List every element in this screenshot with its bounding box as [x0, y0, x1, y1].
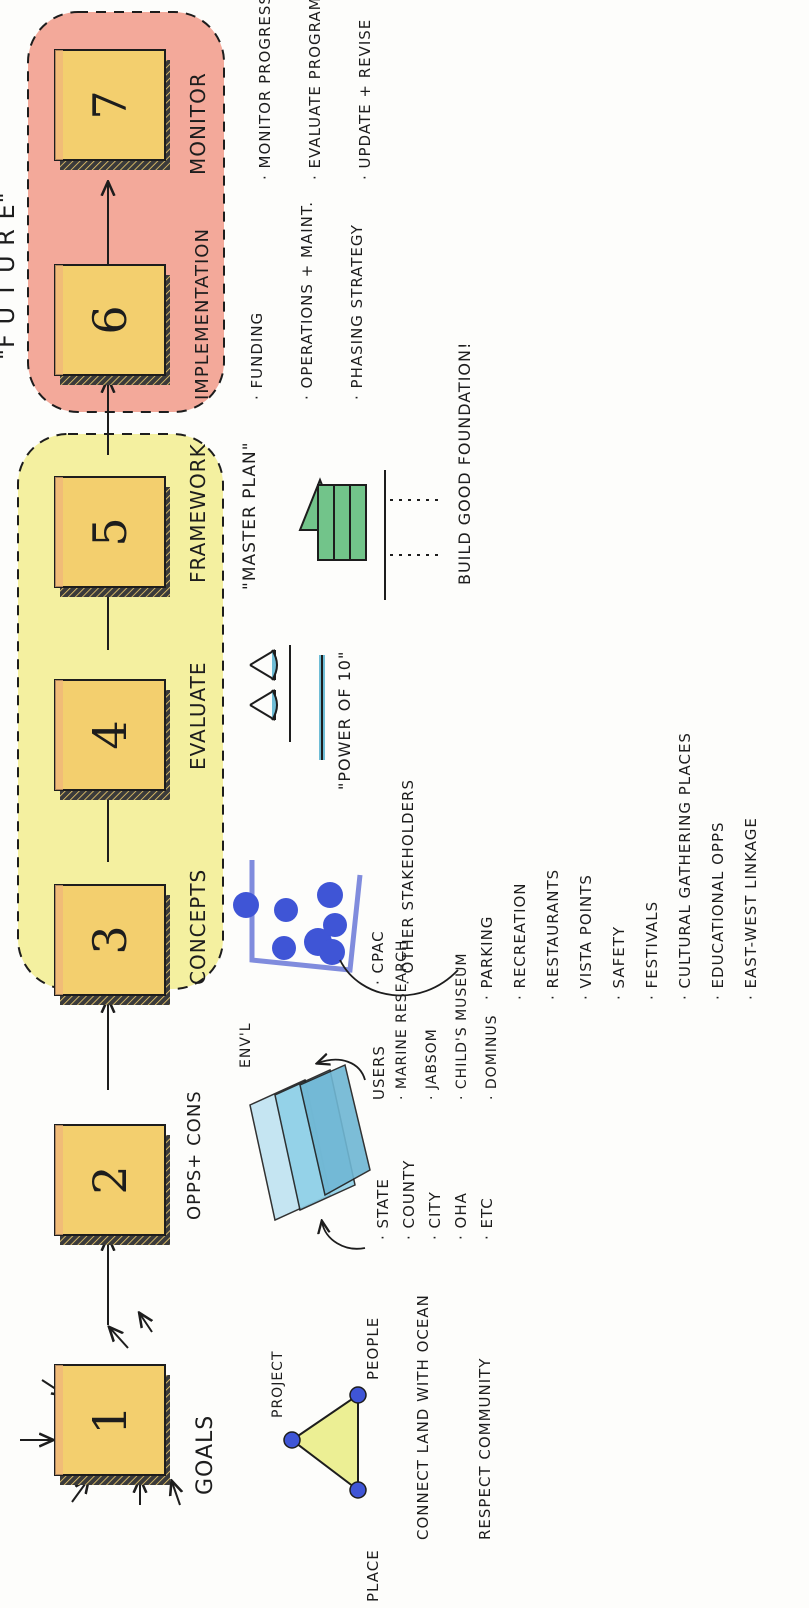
triangle-label-people: PEOPLE — [364, 1317, 382, 1380]
agency-item-5: · ETC — [478, 1197, 496, 1240]
step-number-4: 4 — [83, 720, 137, 749]
implementation-item-3: · PHASING STRATEGY — [348, 224, 366, 400]
environmental-layers-icon — [249, 1063, 371, 1222]
goals-triangle-diagram — [283, 1386, 367, 1499]
agency-item-2: · COUNTY — [400, 1160, 418, 1240]
step-label-1: GOALS — [193, 1415, 218, 1495]
step-box-7: 7 — [54, 49, 170, 170]
user-item-4: · DOMINUS — [484, 1014, 500, 1100]
concept-topic-item-2: · RECREATION — [511, 882, 529, 1000]
goals-bullet-1: CONNECT LAND WITH OCEAN — [414, 1294, 432, 1540]
agency-item-1: · STATE — [374, 1178, 392, 1240]
agency-list: · STATE · COUNTY · CITY · OHA · ETC — [374, 1160, 496, 1240]
master-plan-house-icon — [298, 470, 440, 600]
user-item-3: · CHILD'S MUSEUM — [454, 953, 470, 1100]
concept-topic-item-4: · VISTA POINTS — [577, 874, 595, 1000]
step-number-1: 1 — [83, 1405, 137, 1434]
framework-note: BUILD GOOD FOUNDATION! — [455, 342, 474, 585]
future-header: "F U T U R E" — [0, 191, 20, 360]
step-box-1: 1 — [54, 1364, 170, 1485]
framework-caption: "MASTER PLAN" — [240, 441, 260, 590]
triangle-label-project: PROJECT — [270, 1351, 286, 1419]
step-number-6: 6 — [83, 305, 137, 334]
monitor-item-1: · MONITOR PROGRESS — [256, 0, 274, 180]
implementation-list: · FUNDING · OPERATIONS + MAINT. · PHASING … — [248, 201, 366, 400]
step-number-7: 7 — [83, 90, 137, 119]
concept-topic-item-9: · EAST-WEST LINKAGE — [742, 817, 760, 1000]
evaluate-caption: "POWER OF 10" — [335, 651, 354, 790]
step-label-5: FRAMEWORK — [186, 443, 210, 583]
step-number-2: 2 — [83, 1165, 137, 1194]
step-box-5: 5 — [54, 476, 170, 597]
concept-topic-item-8: · EDUCATIONAL OPPS — [709, 821, 727, 1000]
layers-arrow-users — [318, 1060, 366, 1081]
user-list: · MARINE RESEARCH · JABSOM · CHILD'S MUSEU… — [394, 940, 500, 1100]
concept-topic-item-6: · FESTIVALS — [643, 901, 661, 1000]
balance-scale-icon — [249, 645, 325, 760]
users-title: USERS — [370, 1045, 388, 1100]
monitor-item-3: · UPDATE + REVISE — [356, 19, 374, 180]
concept-group-item-2: · OTHER STAKEHOLDERS — [399, 779, 417, 985]
concept-groups: · CPAC · OTHER STAKEHOLDERS — [369, 779, 417, 985]
triangle-dot-people — [349, 1386, 367, 1404]
monitor-item-2: · EVALUATE PROGRAMS — [306, 0, 324, 180]
triangle-dot-place — [349, 1481, 367, 1499]
goals-bullet-2: RESPECT COMMUNITY — [476, 1358, 494, 1540]
step-number-3: 3 — [83, 925, 137, 954]
agency-item-4: · OHA — [452, 1192, 470, 1240]
bucket-arrow-topics — [339, 959, 459, 997]
step-number-5: 5 — [83, 517, 137, 546]
concept-topics: · PARKING · RECREATION · RESTAURANTS · VIST… — [478, 732, 760, 1000]
concept-topic-item-7: · CULTURAL GATHERING PLACES — [676, 732, 694, 1000]
step-box-4: 4 — [54, 679, 170, 800]
agency-item-3: · CITY — [426, 1191, 444, 1240]
step-label-6: IMPLEMENTATION — [192, 228, 213, 400]
idea-bucket-icon — [233, 860, 363, 973]
implementation-item-2: · OPERATIONS + MAINT. — [298, 201, 316, 400]
step-label-4: EVALUATE — [186, 662, 210, 771]
layers-label: ENV'L — [238, 1022, 254, 1068]
monitor-list: · MONITOR PROGRESS · EVALUATE PROGRAMS · U… — [256, 0, 374, 180]
concept-topic-item-1: · PARKING — [478, 916, 496, 1000]
user-item-1: · MARINE RESEARCH — [394, 940, 410, 1100]
concept-topic-item-5: · SAFETY — [610, 926, 628, 1000]
step-label-2: OPPS+ CONS — [184, 1090, 205, 1220]
step-label-3: CONCEPTS — [186, 869, 210, 985]
layers-arrow-agencies — [322, 1222, 366, 1250]
implementation-item-1: · FUNDING — [248, 312, 266, 400]
step-boxes: 1 2 3 4 5 6 7 — [54, 49, 170, 1485]
user-item-2: · JABSOM — [424, 1028, 440, 1100]
triangle-label-place: PLACE — [364, 1549, 382, 1602]
step-box-6: 6 — [54, 264, 170, 385]
step-box-2: 2 — [54, 1124, 170, 1245]
step-label-7: MONITOR — [186, 72, 210, 175]
triangle-dot-project — [283, 1431, 301, 1449]
step-box-3: 3 — [54, 884, 170, 1005]
concept-topic-item-3: · RESTAURANTS — [544, 869, 562, 1000]
concept-group-item-1: · CPAC — [369, 930, 387, 985]
